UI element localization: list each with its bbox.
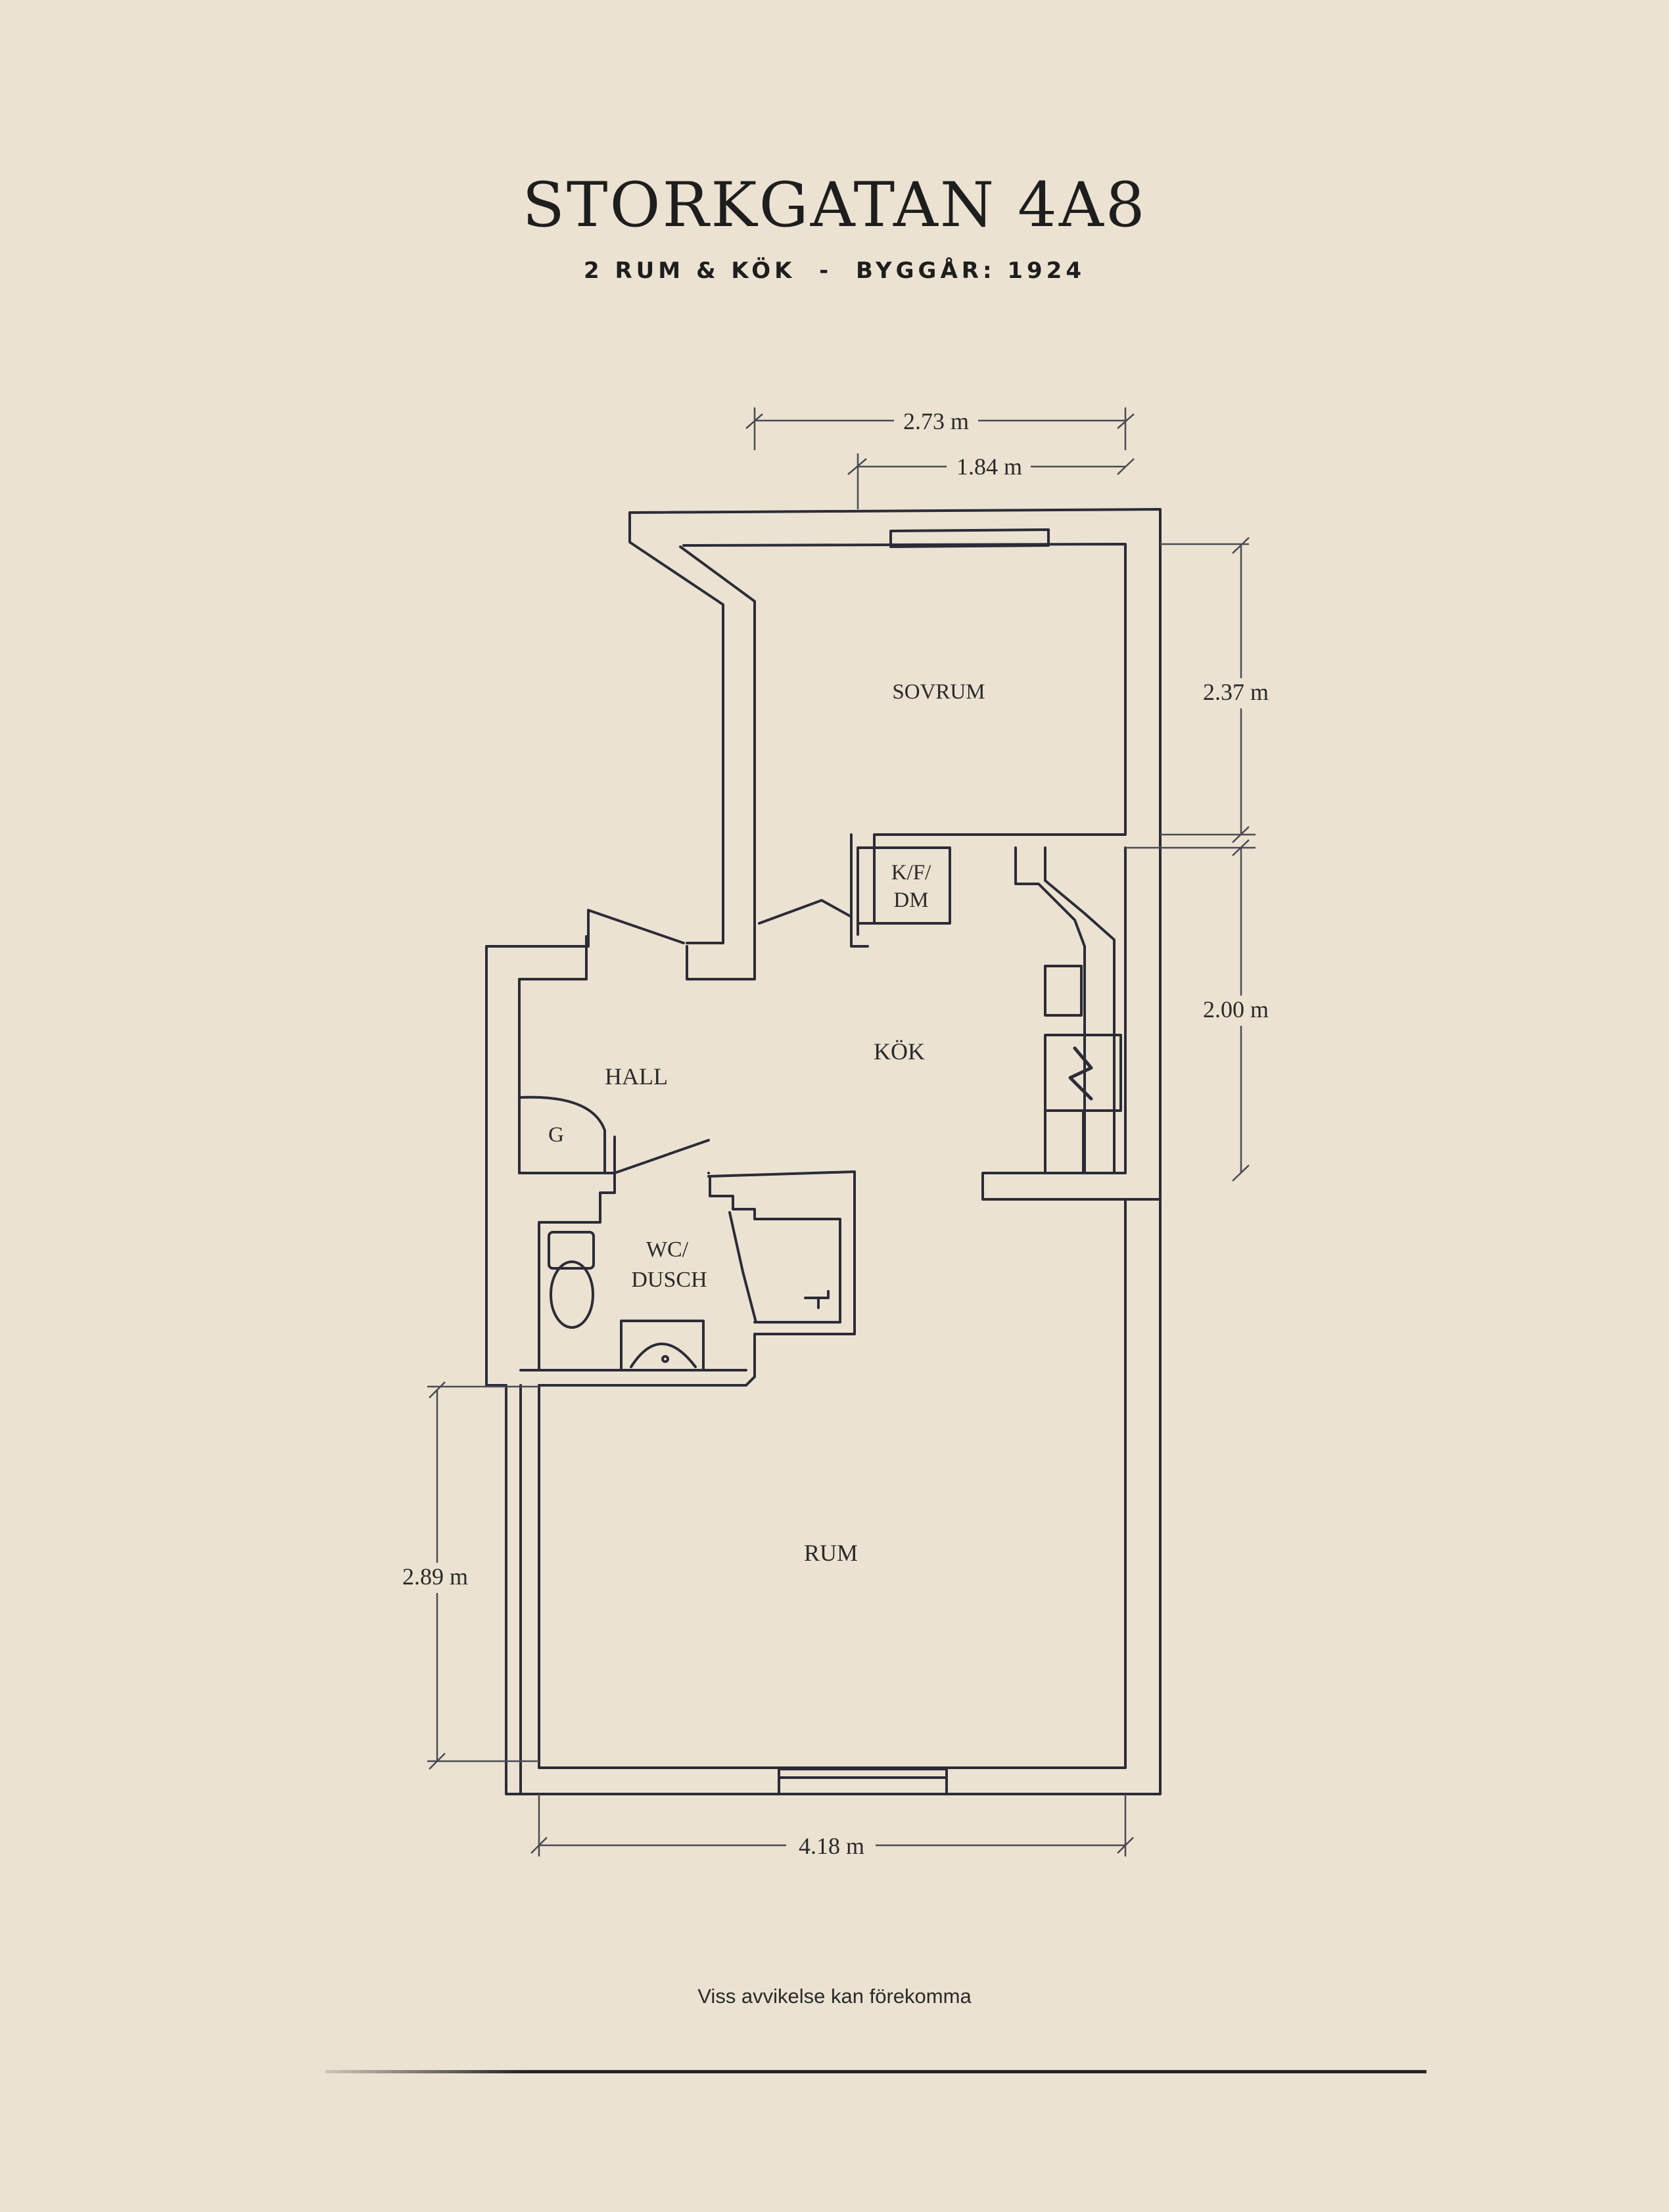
- room-label-rum: RUM: [804, 1540, 858, 1566]
- page-subtitle: 2 RUM & KÖK - BYGGÅR: 1924: [583, 258, 1086, 284]
- door: [587, 909, 685, 944]
- page-title: STORKGATAN 4A8: [522, 170, 1147, 241]
- window: [889, 528, 1050, 548]
- room-label-sovrum: SOVRUM: [892, 680, 985, 704]
- room-label-wc-2: DUSCH: [631, 1268, 707, 1292]
- sink: [620, 1320, 705, 1371]
- kitchen-counter: [1014, 846, 1116, 1174]
- room-label-kfdm: K/F/: [891, 861, 931, 885]
- dim-right-upper: 2.37 m: [1203, 679, 1269, 705]
- room-label-kfdm-2: DM: [893, 888, 928, 912]
- room-label-kok: KÖK: [874, 1038, 925, 1065]
- bottom-divider: [325, 2070, 1426, 2073]
- dim-right-lower: 2.00 m: [1203, 996, 1269, 1023]
- dim-top-outer: 2.73 m: [903, 408, 969, 434]
- wardrobe: [518, 1095, 606, 1174]
- outer-wall: [485, 508, 1162, 1795]
- dim-left: 2.89 m: [402, 1563, 468, 1590]
- dim-bottom: 4.18 m: [799, 1833, 864, 1859]
- inner-wall: [682, 543, 1127, 936]
- room-label-g: G: [548, 1123, 564, 1147]
- room-label-wc: WC/: [646, 1237, 689, 1262]
- fridge-cabinet: [873, 846, 951, 925]
- disclaimer: Viss avvikelse kan förekomma: [697, 1985, 972, 2008]
- dim-top-inner: 1.84 m: [956, 453, 1022, 480]
- toilet: [550, 1260, 594, 1329]
- room-label-hall: HALL: [605, 1063, 668, 1090]
- stove: [1044, 1034, 1122, 1112]
